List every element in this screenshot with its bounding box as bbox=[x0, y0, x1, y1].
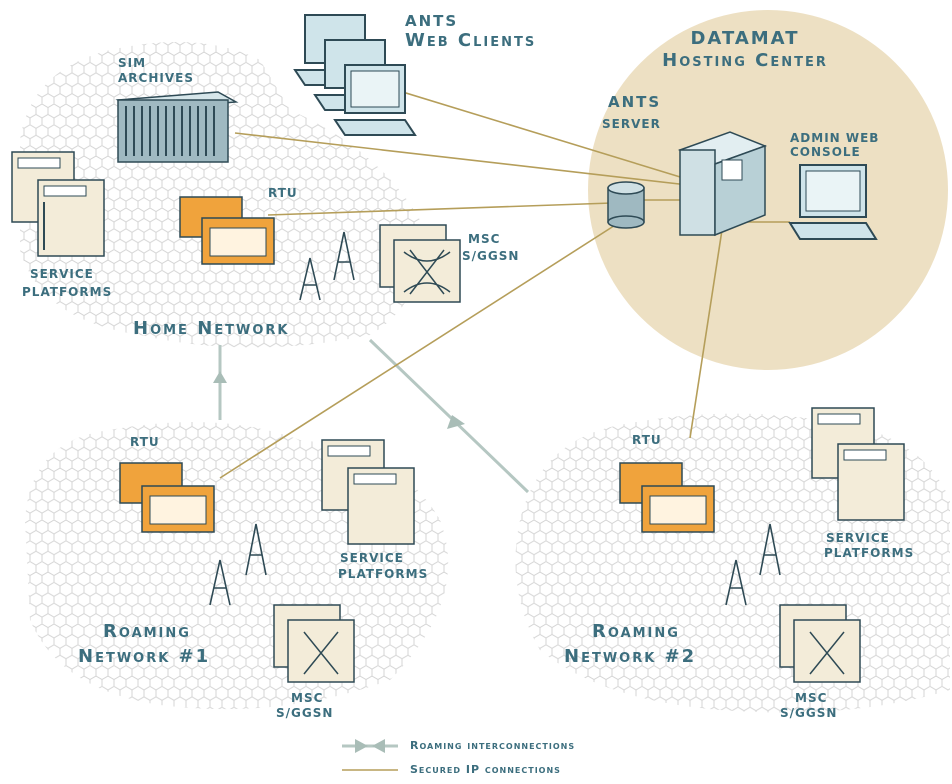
rtu-roaming1-label: RTU bbox=[130, 435, 160, 449]
ants-web-clients-icon bbox=[293, 14, 417, 136]
ants-server-label-1: ANTS bbox=[608, 93, 662, 111]
hosting-center-circle bbox=[588, 10, 948, 370]
admin-console-label-2: CONSOLE bbox=[790, 145, 861, 159]
sim-archives-label-1: SIM bbox=[118, 56, 147, 70]
service-platforms-home-icon bbox=[11, 151, 105, 257]
msc-home-label-1: MSC bbox=[468, 232, 501, 246]
roaming-network-1-label-2: Network #1 bbox=[78, 646, 211, 667]
rtu-home-label: RTU bbox=[268, 186, 298, 200]
msc-roaming1-icon bbox=[273, 604, 355, 683]
sim-archives-icon bbox=[115, 91, 239, 163]
roaming-arrowheads bbox=[213, 371, 465, 429]
legend-roaming-symbol bbox=[342, 739, 398, 753]
msc-roaming1-label-1: MSC bbox=[291, 691, 324, 705]
msc-roaming2-label-2: S/GGSN bbox=[780, 706, 838, 720]
database-icon bbox=[607, 181, 645, 229]
service-platforms-home-label-1: SERVICE bbox=[30, 267, 94, 281]
service-platforms-roaming1-icon bbox=[321, 439, 415, 545]
sim-archives-label-2: ARCHIVES bbox=[118, 71, 194, 85]
roaming-network-2-label-2: Network #2 bbox=[564, 646, 697, 667]
hosting-center-title: DATAMAT bbox=[690, 28, 800, 49]
service-platforms-home-label-2: PLATFORMS bbox=[22, 285, 113, 299]
service-platforms-roaming2-label-1: SERVICE bbox=[826, 531, 890, 545]
msc-roaming2-label-1: MSC bbox=[795, 691, 828, 705]
service-platforms-roaming2-label-2: PLATFORMS bbox=[824, 546, 915, 560]
antenna-icons bbox=[209, 231, 781, 606]
rtu-roaming2-label: RTU bbox=[632, 433, 662, 447]
legend-roaming-label: Roaming interconnections bbox=[410, 739, 576, 752]
hosting-center-subtitle: Hosting Center bbox=[662, 50, 828, 71]
msc-roaming1-label-2: S/GGSN bbox=[276, 706, 334, 720]
legend-secured-label: Secured IP connections bbox=[410, 763, 561, 776]
roaming-network-1-label-1: Roaming bbox=[103, 621, 191, 642]
rtu-roaming1-icon bbox=[119, 462, 215, 533]
service-platforms-roaming2-icon bbox=[811, 407, 905, 521]
msc-roaming2-icon bbox=[779, 604, 861, 683]
service-platforms-roaming1-label-2: PLATFORMS bbox=[338, 567, 429, 581]
roaming-network-2-label-1: Roaming bbox=[592, 621, 680, 642]
msc-home-label-2: S/GGSN bbox=[462, 249, 520, 263]
admin-console-label-1: ADMIN WEB bbox=[790, 131, 880, 145]
ants-web-clients-label-2: Web Clients bbox=[405, 30, 537, 51]
msc-home-icon bbox=[379, 224, 461, 303]
home-network-label: Home Network bbox=[133, 318, 290, 339]
ants-server-icon bbox=[677, 131, 768, 237]
admin-console-icon bbox=[788, 164, 878, 240]
ants-server-label-2: SERVER bbox=[602, 117, 661, 131]
rtu-roaming2-icon bbox=[619, 462, 715, 533]
rtu-home-icon bbox=[179, 196, 275, 265]
service-platforms-roaming1-label-1: SERVICE bbox=[340, 551, 404, 565]
secured-ip-connections bbox=[219, 81, 790, 479]
ants-web-clients-label-1: ANTS bbox=[405, 12, 459, 30]
